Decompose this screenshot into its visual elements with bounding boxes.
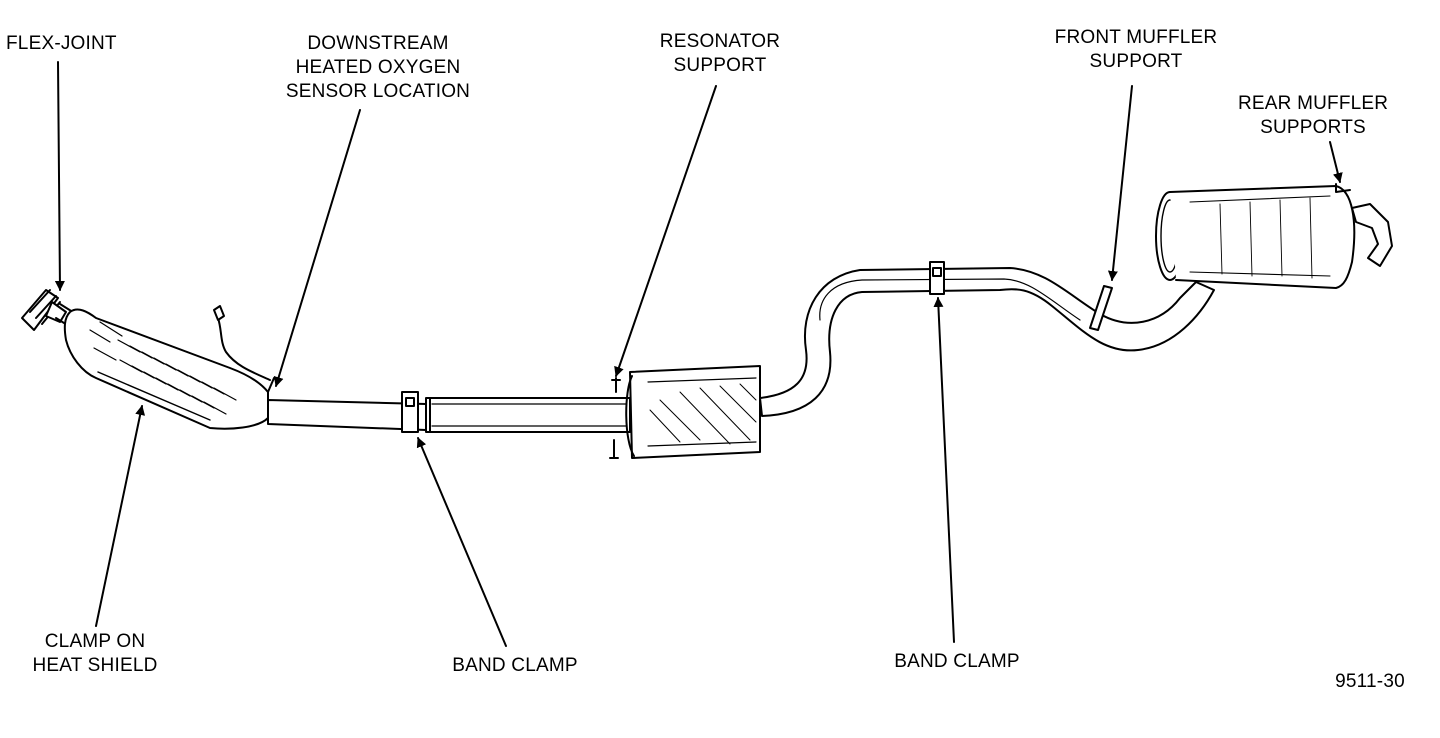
catalytic-converter xyxy=(63,308,269,430)
label-resonator-support: RESONATOR SUPPORT xyxy=(659,31,781,76)
leader-oxygen-sensor xyxy=(273,109,361,387)
front-muffler-support-hanger xyxy=(1089,285,1113,331)
intermediate-pipe xyxy=(267,397,631,433)
leader-rear-muffler-supports xyxy=(1329,141,1343,183)
resonator xyxy=(609,365,761,459)
label-band-clamp-2: BAND CLAMP xyxy=(894,651,1020,672)
label-rear-muffler-supports: REAR MUFFLER SUPPORTS xyxy=(1238,93,1389,138)
leader-front-muffler-support xyxy=(1107,85,1133,281)
leader-resonator-support xyxy=(614,85,717,377)
label-oxygen-sensor: DOWNSTREAM HEATED OXYGEN SENSOR LOCATION xyxy=(285,33,471,102)
leader-clamp-heat-shield xyxy=(95,405,146,627)
label-front-muffler-support: FRONT MUFFLER SUPPORT xyxy=(1054,27,1218,72)
flex-joint xyxy=(21,289,77,331)
label-band-clamp-1: BAND CLAMP xyxy=(452,655,578,676)
band-clamp-2 xyxy=(929,261,945,295)
leader-band-clamp-2 xyxy=(933,297,955,643)
oxygen-sensor xyxy=(213,305,275,393)
leader-lines xyxy=(54,61,1343,647)
rear-muffler xyxy=(1155,183,1393,289)
label-flex-joint: FLEX-JOINT xyxy=(6,33,117,54)
label-clamp-heat-shield: CLAMP ON HEAT SHIELD xyxy=(32,631,158,676)
front-muffler-pipe xyxy=(759,267,1215,417)
band-clamp-1 xyxy=(401,391,419,433)
leader-band-clamp-1 xyxy=(416,437,507,647)
figure-number: 9511-30 xyxy=(1335,671,1405,692)
leader-flex-joint xyxy=(54,61,65,291)
